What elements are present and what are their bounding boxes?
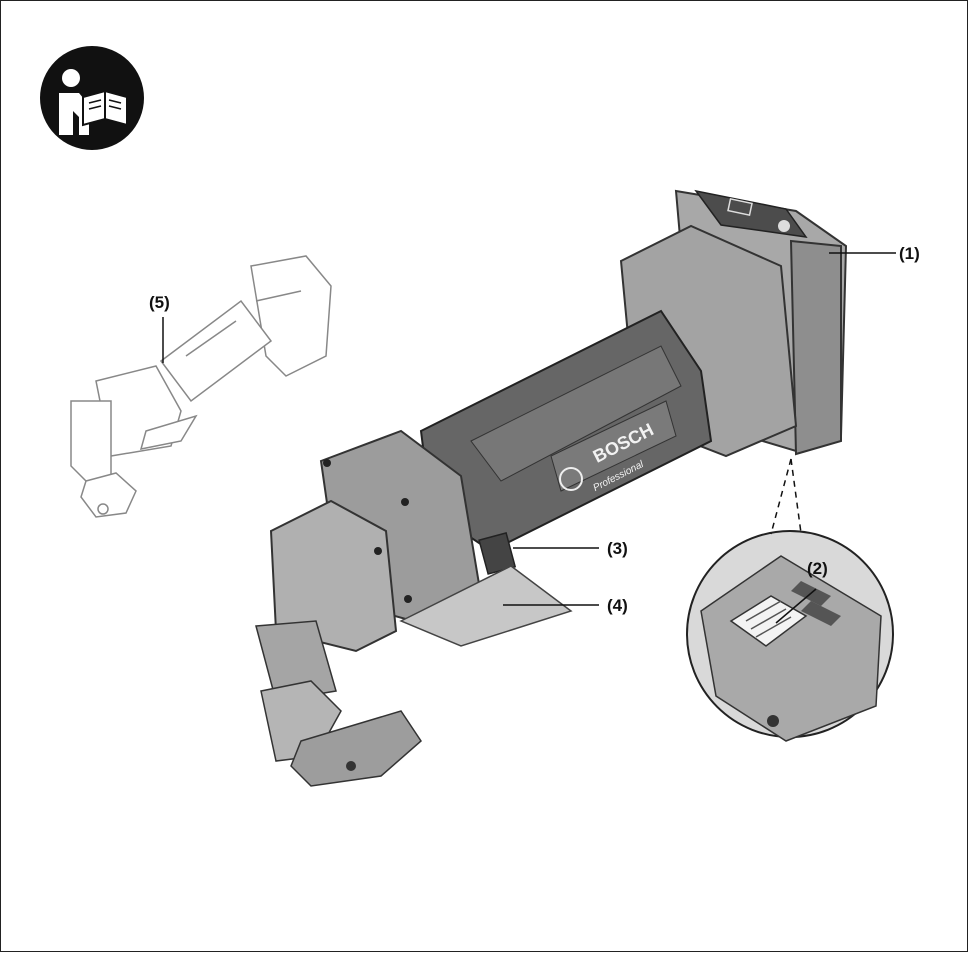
dashed-line-right <box>790 458 802 534</box>
shear-main-illustration <box>255 189 848 787</box>
callout-2: (2) <box>807 559 828 578</box>
shear-outline-illustration <box>70 255 332 518</box>
dashed-line-left <box>770 458 792 535</box>
callout-3: (3) <box>607 539 628 558</box>
leader-line-2 <box>775 588 817 624</box>
leader-lines <box>162 252 896 624</box>
read-manual-icon <box>40 46 144 150</box>
callout-4: (4) <box>607 596 628 615</box>
callout-5: (5) <box>149 293 170 312</box>
callout-1: (1) <box>899 244 920 263</box>
detail-circle <box>686 530 894 742</box>
